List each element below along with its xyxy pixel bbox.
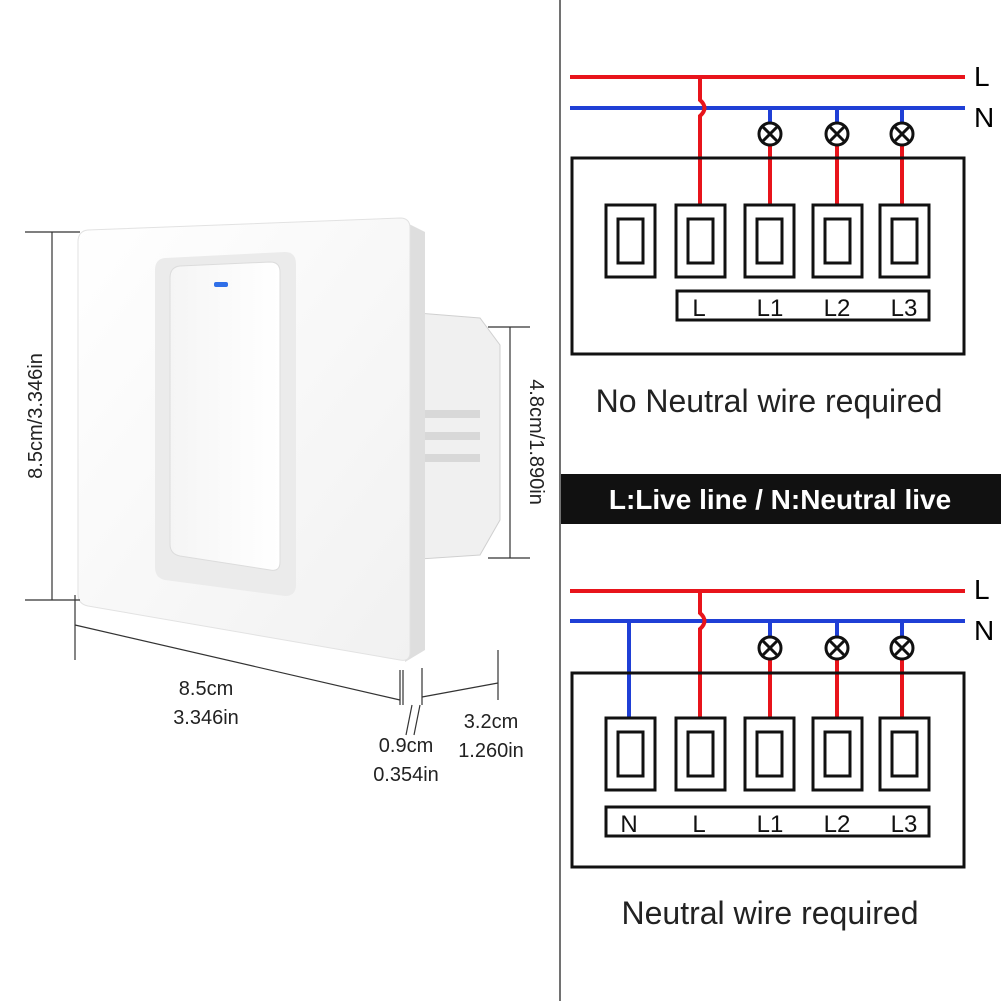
terminal-label: L2: [824, 811, 851, 838]
push-button[interactable]: [169, 261, 281, 571]
box-depth-label-cm: 3.2cm: [464, 711, 518, 733]
legend-banner-text: L:Live line / N:Neutral live: [609, 484, 951, 515]
switch-module-box: [570, 156, 966, 356]
lamp-icon: [757, 121, 783, 147]
switch-illustration: [77, 217, 501, 662]
terminal-label: L1: [757, 811, 784, 838]
lamp-icon: [889, 635, 915, 661]
terminal-label: L: [692, 811, 705, 838]
thickness-label-cm: 0.9cm: [379, 735, 433, 757]
terminal-label: L3: [891, 811, 918, 838]
width-label-in: 3.346in: [173, 707, 239, 729]
wiring-diagram-with-neutral: L N N L: [570, 574, 994, 931]
lamp-icon: [824, 635, 850, 661]
box-depth-label-in: 1.260in: [458, 740, 524, 762]
load-wires: [768, 108, 904, 205]
terminal-label: N: [620, 811, 637, 838]
legend-banner: [561, 474, 1001, 524]
diagram-caption: Neutral wire required: [621, 895, 918, 931]
box-rib: [420, 454, 480, 462]
diagram-caption: No Neutral wire required: [596, 383, 943, 419]
lamp-icon: [889, 121, 915, 147]
indicator-led: [214, 282, 228, 287]
terminal-blocks: [604, 203, 931, 279]
load-wires: [768, 621, 904, 718]
neutral-rail-label: N: [974, 615, 994, 646]
height-dimension-label: 8.5cm/3.346in: [25, 353, 47, 479]
thickness-label-in: 0.354in: [373, 764, 439, 786]
terminal-label-strip: [604, 805, 931, 838]
live-rail-label: L: [974, 61, 990, 92]
neutral-rail-label: N: [974, 102, 994, 133]
depth-dimension-label: 4.8cm/1.890in: [525, 379, 547, 505]
box-rib: [420, 432, 480, 440]
width-label-cm: 8.5cm: [179, 678, 233, 700]
terminal-label-strip: [675, 289, 931, 322]
dimension-lines: [25, 231, 530, 736]
lamp-icon: [824, 121, 850, 147]
live-feed-wire: [698, 77, 707, 205]
terminal-label: L1: [757, 295, 784, 322]
box-rib: [420, 410, 480, 418]
wiring-diagram-no-neutral: L N L L1: [570, 61, 994, 419]
switch-module-box: [570, 671, 966, 869]
terminal-label: L: [692, 295, 705, 322]
live-rail-label: L: [974, 574, 990, 605]
terminal-blocks: [604, 716, 931, 792]
live-feed-wire: [698, 591, 707, 718]
terminal-label: L2: [824, 295, 851, 322]
lamp-icon: [757, 635, 783, 661]
terminal-label: L3: [891, 295, 918, 322]
